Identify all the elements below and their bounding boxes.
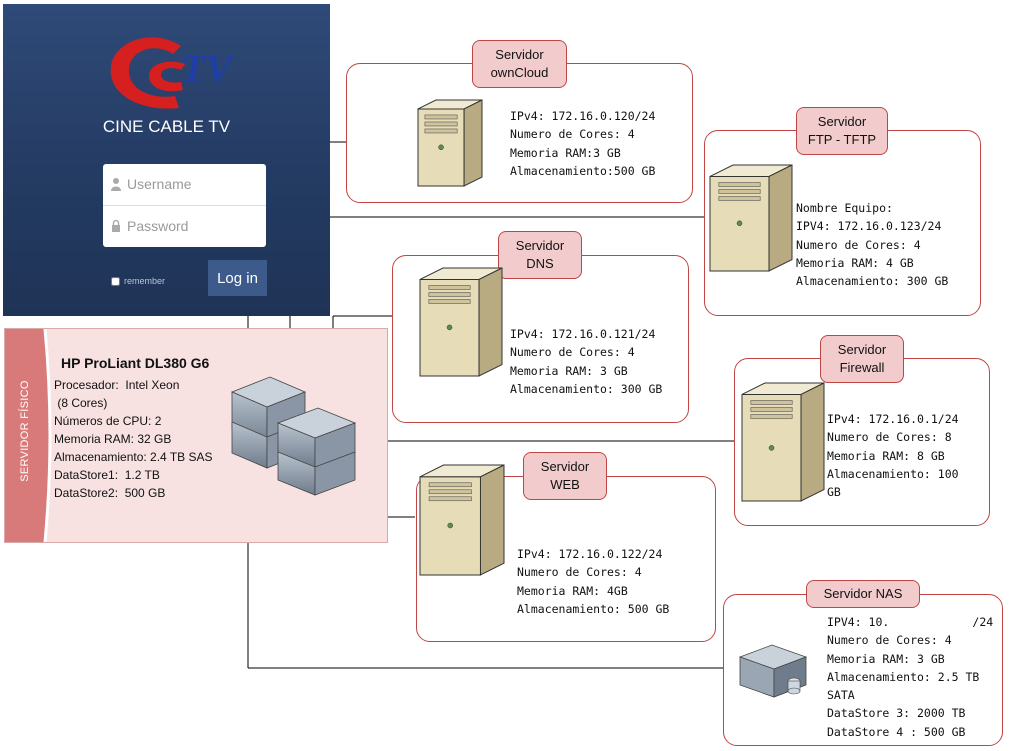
remember-checkbox[interactable] [111, 277, 120, 287]
tag-line: Servidor NAS [823, 586, 903, 601]
tag-line: WEB [550, 477, 580, 492]
spec-line: Memoria RAM: 4 GB [796, 255, 914, 270]
spec-line: DataStore 3: 2000 TB [827, 706, 966, 721]
tower-server-icon [419, 464, 505, 576]
spec-line: Numero de Cores: 4 [510, 127, 635, 142]
spec-line: Numero de Cores: 4 [510, 345, 635, 360]
lock-icon [112, 219, 120, 232]
tag-line: Servidor [540, 459, 590, 474]
spec-line: Memoria RAM: 3 GB [510, 363, 628, 378]
spec-line: Almacenamiento: 100 [827, 466, 959, 481]
tag-line: Firewall [839, 360, 885, 375]
spec-line: Almacenamiento:500 GB [510, 163, 656, 178]
spec-line: Numero de Cores: 4 [517, 565, 642, 580]
spec-line: Memoria RAM: 4GB [517, 583, 628, 598]
spec-line: DataStore1: 1.2 TB [54, 468, 160, 482]
tag-line: ownCloud [490, 65, 549, 80]
owncloud-specs: IPv4: 172.16.0.120/24 Numero de Cores: 4… [510, 107, 655, 180]
spec-line: GB [827, 485, 841, 500]
password-input[interactable] [125, 217, 259, 235]
spec-line: SATA [827, 688, 855, 703]
tag-line: Servidor [515, 238, 565, 253]
tower-server-icon [709, 164, 793, 272]
password-field[interactable] [103, 206, 266, 247]
spec-line: Nombre Equipo: [796, 201, 893, 215]
tag-line: FTP - TFTP [807, 132, 877, 147]
web-tag: Servidor WEB [523, 452, 607, 500]
spec-line: DataStore2: 500 GB [54, 486, 166, 500]
tag-line: Servidor [817, 114, 867, 129]
spec-line: IPv4: 172.16.0.122/24 [517, 547, 663, 561]
username-input[interactable] [125, 175, 259, 193]
spec-line: Números de CPU: 2 [54, 414, 162, 428]
tower-server-icon [419, 267, 503, 377]
firewall-specs: IPv4: 172.16.0.1/24 Numero de Cores: 8 M… [827, 410, 959, 501]
spec-line: IPV4: 172.16.0.123/24 [796, 219, 942, 234]
spec-line: IPv4: 172.16.0.120/24 [510, 109, 656, 123]
spec-line: (8 Cores) [54, 396, 108, 410]
spec-line: Numero de Cores: 4 [796, 237, 921, 252]
spec-line: Almacenamiento: 500 GB [517, 601, 670, 616]
spec-line: Memoria RAM: 3 GB [827, 651, 945, 666]
username-field[interactable] [103, 164, 266, 206]
spec-line: Almacenamiento: 300 GB [796, 274, 949, 289]
spec-line: DataStore 4 : 500 GB [827, 724, 966, 739]
ftp-specs: Nombre Equipo: IPV4: 172.16.0.123/24 Num… [796, 199, 948, 290]
spec-line: Memoria RAM: 32 GB [54, 432, 172, 446]
spec-line: Almacenamiento: 300 GB [510, 381, 663, 396]
remember-label: remember [124, 276, 166, 286]
spec-line: IPv4: 172.16.0.1/24 [827, 412, 959, 426]
spec-line: Almacenamiento: 2.4 TB SAS [54, 450, 213, 464]
spec-line: Memoria RAM:3 GB [510, 145, 621, 160]
user-icon [111, 178, 121, 191]
tower-server-icon [741, 382, 825, 502]
logo-tv-mark: TV [181, 46, 233, 91]
dns-tag: Servidor DNS [498, 231, 582, 279]
physical-server-title: HP ProLiant DL380 G6 [61, 355, 210, 371]
owncloud-tag: Servidor ownCloud [472, 40, 567, 88]
remember-checkbox-label[interactable]: remember [111, 276, 166, 287]
tower-server-icon [417, 99, 483, 187]
ftp-tag: Servidor FTP - TFTP [796, 107, 888, 155]
login-panel: TV CINE CABLE TV remember Log in [3, 4, 330, 316]
web-specs: IPv4: 172.16.0.122/24 Numero de Cores: 4… [517, 545, 669, 618]
spec-line: Procesador: Intel Xeon [54, 378, 180, 392]
brand-name: CINE CABLE TV [102, 117, 231, 136]
spec-line: Numero de Cores: 8 [827, 430, 952, 445]
dns-specs: IPv4: 172.16.0.121/24 Numero de Cores: 4… [510, 325, 662, 398]
physical-server-specs: Procesador: Intel Xeon (8 Cores) Números… [54, 376, 213, 502]
tag-line: Servidor [837, 342, 887, 357]
nas-tag: Servidor NAS [806, 580, 920, 608]
spec-line: Almacenamiento: 2.5 TB [827, 669, 980, 684]
spec-line: IPV4: 10. /24 [827, 615, 994, 629]
tag-line: Servidor [495, 47, 544, 62]
nas-specs: IPV4: 10. /24 Numero de Cores: 4 Memoria… [827, 613, 993, 741]
spec-line: Memoria RAM: 8 GB [827, 448, 945, 463]
physical-server-band [5, 329, 52, 542]
login-button[interactable]: Log in [208, 260, 267, 296]
cinecable-logo [110, 37, 185, 109]
tag-line: DNS [526, 256, 554, 271]
spec-line: IPv4: 172.16.0.121/24 [510, 327, 656, 341]
firewall-tag: Servidor Firewall [820, 335, 904, 383]
spec-line: Numero de Cores: 4 [827, 633, 952, 648]
physical-server-panel: SERVIDOR FÍSICO HP ProLiant DL380 G6 Pro… [4, 328, 388, 543]
